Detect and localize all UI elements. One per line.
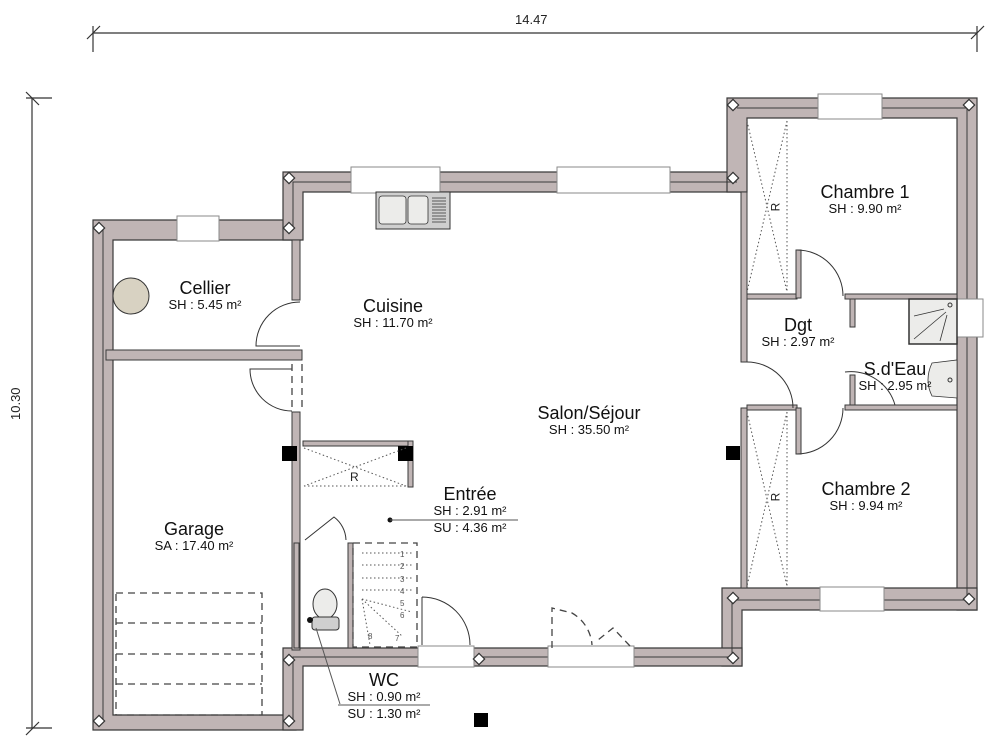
width-dimension-label: 14.47: [515, 12, 548, 27]
pillars: [282, 446, 740, 727]
room-name: WC: [369, 670, 399, 690]
room-label-chambre2: Chambre 2 SH : 9.94 m²: [821, 480, 910, 512]
garage-door: [115, 592, 263, 716]
room-label-sdeau: S.d'Eau SH : 2.95 m²: [859, 360, 932, 392]
room-name: Cuisine: [362, 296, 424, 316]
stair-step-8: 8: [368, 632, 373, 641]
leader-lines: [315, 517, 518, 706]
corner-markers: [92, 98, 976, 728]
room-area: SH : 9.94 m²: [829, 498, 903, 513]
room-area: SH : 0.90 m²: [347, 689, 421, 704]
room-area: SH : 2.91 m²: [433, 503, 507, 518]
room-area: SH : 2.97 m²: [761, 334, 835, 349]
water-heater: [112, 277, 150, 315]
room-area: SH : 11.70 m²: [353, 315, 433, 330]
room-name: Cellier: [179, 278, 231, 298]
room-name: Chambre 2: [821, 479, 911, 499]
toilet: [307, 588, 340, 631]
height-dimension-label: 10.30: [8, 387, 23, 420]
room-label-entree: Entrée SH : 2.91 m² SU : 4.36 m²: [434, 485, 507, 534]
room-name: Garage: [163, 519, 225, 539]
room-label-dgt: Dgt SH : 2.97 m²: [762, 316, 835, 348]
kitchen-sink: [375, 191, 451, 230]
room-area: SH : 5.45 m²: [168, 297, 242, 312]
room-area: SA : 17.40 m²: [154, 538, 234, 553]
room-name: S.d'Eau: [863, 359, 927, 379]
closet-marker-chambre1: R: [768, 202, 783, 212]
doors: [249, 249, 896, 648]
washbasin: [927, 359, 958, 399]
room-name: Chambre 1: [820, 182, 910, 202]
closet-marker-chambre2: R: [768, 492, 783, 502]
room-label-cellier: Cellier SH : 5.45 m²: [169, 279, 242, 311]
room-name: Salon/Séjour: [537, 403, 641, 423]
stair-step-numbers: 1 2 3 4 5 6: [400, 550, 405, 621]
room-name: Entrée: [443, 484, 497, 504]
room-name: Dgt: [783, 315, 812, 335]
dimension-width: [86, 25, 985, 52]
room-area-secondary: SU : 1.30 m²: [347, 706, 421, 721]
interior-walls: [105, 191, 958, 651]
room-label-wc: WC SH : 0.90 m² SU : 1.30 m²: [348, 671, 421, 720]
room-area-secondary: SU : 4.36 m²: [433, 520, 507, 535]
room-label-cuisine: Cuisine SH : 11.70 m²: [353, 297, 432, 329]
room-area: SH : 2.95 m²: [858, 378, 932, 393]
room-area: SH : 35.50 m²: [548, 422, 630, 437]
closets: [303, 120, 788, 587]
windows: [176, 93, 984, 668]
closet-marker-entree: R: [350, 470, 359, 484]
room-label-chambre1: Chambre 1 SH : 9.90 m²: [820, 183, 909, 215]
shower: [908, 298, 958, 345]
room-area: SH : 9.90 m²: [828, 201, 902, 216]
room-label-garage: Garage SA : 17.40 m²: [155, 520, 234, 552]
dimension-height: [25, 91, 52, 736]
staircase: [352, 542, 418, 648]
stair-step-7: 7: [395, 634, 400, 643]
room-label-salon: Salon/Séjour SH : 35.50 m²: [537, 404, 640, 436]
